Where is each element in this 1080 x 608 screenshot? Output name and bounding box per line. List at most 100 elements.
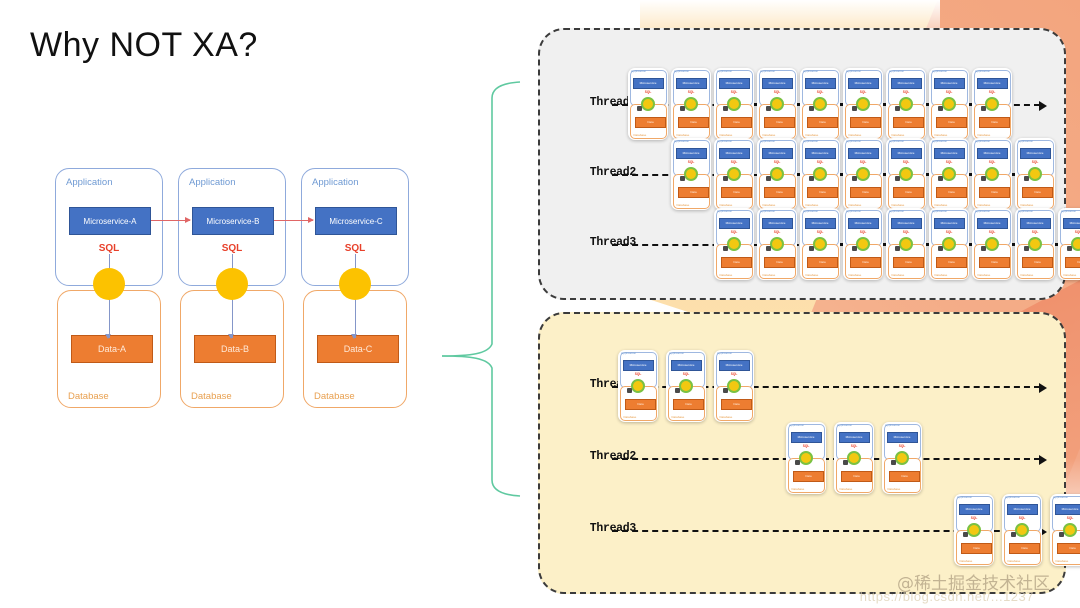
mini-sql-label: SQL <box>687 90 695 94</box>
mini-sql-label: SQL <box>945 160 953 164</box>
mini-database-label: Database <box>719 203 733 207</box>
mini-application-label: Application <box>885 423 901 427</box>
mini-database-label: Database <box>719 415 733 419</box>
mini-microservice-box: Microservice <box>1054 504 1080 515</box>
mini-database-label: Database <box>676 133 690 137</box>
mini-microservice-box: Microservice <box>632 78 664 89</box>
mini-lock-icon <box>637 106 642 111</box>
db-connector-line <box>354 298 356 338</box>
mini-microservice-box: Microservice <box>847 148 879 159</box>
microservice-box[interactable]: Microservice-B <box>192 207 274 235</box>
mini-application-label: Application <box>932 139 948 143</box>
mini-application-label: Application <box>789 423 805 427</box>
mini-database-label: Database <box>1055 559 1069 563</box>
mini-lock-node-icon <box>813 97 827 111</box>
mini-lock-node-icon <box>813 167 827 181</box>
mini-lock-icon <box>723 246 728 251</box>
mini-sql-label: SQL <box>1031 230 1039 234</box>
microservice-box[interactable]: Microservice-A <box>69 207 151 235</box>
mini-lock-node-icon <box>942 97 956 111</box>
mini-lock-icon <box>981 246 986 251</box>
mini-database-label: Database <box>848 203 862 207</box>
mini-lock-icon <box>895 176 900 181</box>
mini-sql-label: SQL <box>644 90 652 94</box>
mini-data-box: Data <box>936 117 967 128</box>
mini-microservice-box: Microservice <box>675 78 707 89</box>
mini-database-label: Database <box>934 203 948 207</box>
mini-sql-label: SQL <box>1074 230 1080 234</box>
mini-database-label: Database <box>891 203 905 207</box>
sql-connector-line <box>354 254 356 276</box>
mini-application-label: Application <box>957 495 973 499</box>
mini-lock-icon <box>852 106 857 111</box>
microservice-box[interactable]: Microservice-C <box>315 207 397 235</box>
data-box[interactable]: Data-A <box>71 335 153 363</box>
mini-lock-icon <box>675 388 680 393</box>
data-box[interactable]: Data-B <box>194 335 276 363</box>
mini-lock-icon <box>1024 176 1029 181</box>
mini-application-label: Application <box>631 69 647 73</box>
mini-data-box: Data <box>961 543 992 554</box>
mini-microservice-box: Microservice <box>804 78 836 89</box>
data-box[interactable]: Data-C <box>317 335 399 363</box>
mini-sql-label: SQL <box>816 90 824 94</box>
mini-database-label: Database <box>719 133 733 137</box>
mini-data-box: Data <box>807 187 838 198</box>
mini-database-label: Database <box>791 487 805 491</box>
mini-sql-label: SQL <box>730 160 738 164</box>
mini-lock-icon <box>766 176 771 181</box>
mini-application-label: Application <box>1061 209 1077 213</box>
mini-application-label: Application <box>760 139 776 143</box>
mini-microservice-box: Microservice <box>958 504 990 515</box>
mini-lock-icon <box>723 388 728 393</box>
mini-data-box: Data <box>635 117 666 128</box>
sql-label: SQL <box>98 243 120 254</box>
thread-timeline-3 <box>612 527 1047 537</box>
mini-database-label: Database <box>934 273 948 277</box>
mini-lock-node-icon <box>631 379 645 393</box>
mini-lock-node-icon <box>799 451 813 465</box>
mini-data-box: Data <box>979 117 1010 128</box>
mini-microservice-box: Microservice <box>718 218 750 229</box>
mini-data-box: Data <box>841 471 872 482</box>
mini-application-label: Application <box>975 209 991 213</box>
mini-microservice-box: Microservice <box>890 78 922 89</box>
mini-application-label: Application <box>717 139 733 143</box>
mini-database-label: Database <box>805 133 819 137</box>
mini-lock-node-icon <box>727 167 741 181</box>
mini-sql-label: SQL <box>802 444 810 448</box>
mini-sql-label: SQL <box>859 160 867 164</box>
mini-lock-icon <box>895 106 900 111</box>
mini-sql-label: SQL <box>687 160 695 164</box>
mini-lock-icon <box>766 246 771 251</box>
mini-sql-label: SQL <box>945 230 953 234</box>
mini-application-label: Application <box>975 139 991 143</box>
mini-microservice-box: Microservice <box>1019 148 1051 159</box>
application-label: Application <box>312 177 359 188</box>
mini-database-label: Database <box>934 133 948 137</box>
mini-data-box: Data <box>893 187 924 198</box>
mini-application-label: Application <box>846 139 862 143</box>
mini-microservice-box: Microservice <box>847 78 879 89</box>
application-label: Application <box>66 177 113 188</box>
mini-data-box: Data <box>764 257 795 268</box>
mini-database-label: Database <box>977 273 991 277</box>
thread-timeline-1 <box>612 383 1047 393</box>
